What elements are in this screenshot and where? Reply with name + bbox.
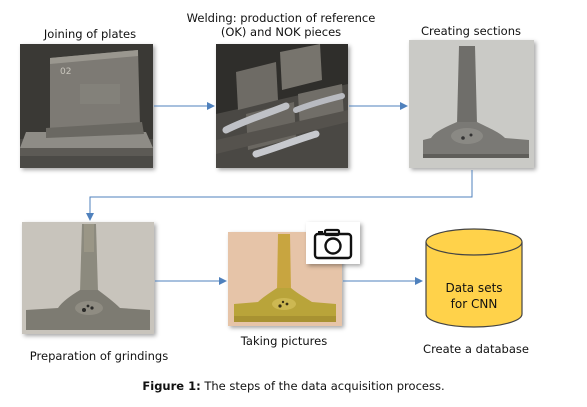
photo-cross-section: [409, 40, 534, 168]
photo-welded-pieces: [216, 44, 348, 168]
label-create-a-database: Create a database: [423, 342, 529, 356]
arrow-sections-to-grindings: [86, 170, 473, 221]
label-joining-of-plates: Joining of plates: [43, 27, 137, 41]
label-taking-pictures: Taking pictures: [240, 334, 328, 348]
camera-icon: [306, 222, 360, 264]
database-label-line1: Data sets: [445, 281, 503, 295]
caption-text: The steps of the data acquisition proces…: [204, 379, 445, 393]
label-preparation-of-grindings: Preparation of grindings: [29, 349, 169, 363]
photo-joined-plates: 02: [20, 44, 153, 168]
photo-grinding: [22, 222, 154, 334]
figure-caption: Figure 1: The steps of the data acquisit…: [0, 379, 587, 393]
database-label-line2: for CNN: [450, 297, 498, 311]
svg-text:02: 02: [60, 67, 71, 77]
label-welding: Welding: production of reference (OK) an…: [186, 11, 376, 39]
database-icon: [425, 228, 523, 328]
caption-prefix: Figure 1:: [142, 379, 201, 393]
label-creating-sections: Creating sections: [421, 24, 521, 38]
database-label: Data sets for CNN: [424, 280, 524, 312]
